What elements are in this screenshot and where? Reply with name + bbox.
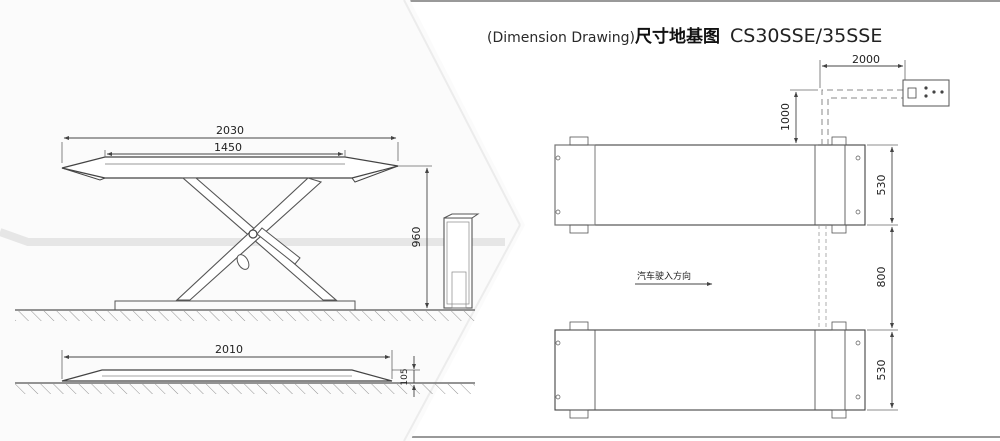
dim-label-platform-width-top: 530 <box>875 175 888 196</box>
dim-label-platform-length: 1450 <box>214 141 242 154</box>
dim-label-console-horizontal: 2000 <box>852 53 880 66</box>
dim-label-collapsed-height: 105 <box>400 368 410 385</box>
collapsed-platform <box>61 369 393 382</box>
background-band <box>0 228 505 246</box>
dim-label-collapsed-length: 2010 <box>215 343 243 356</box>
hydraulic-cylinder <box>256 227 301 265</box>
dim-label-overall-length: 2030 <box>216 124 244 137</box>
dim-label-height: 960 <box>410 227 423 248</box>
dim-label-console-vertical: 1000 <box>779 103 792 131</box>
scissor-arm-b <box>175 177 323 301</box>
base-plate <box>114 300 356 311</box>
scissor-arm-a <box>181 177 338 301</box>
title-model: CS30SSE/35SSE <box>730 25 883 47</box>
platform-top <box>554 144 866 226</box>
ground-hatch <box>15 311 475 321</box>
collapsed-ground-hatch <box>15 384 475 394</box>
hose-route <box>821 89 905 145</box>
pivot-pin <box>248 229 258 239</box>
drive-direction-label: 汽车驶入方向 <box>637 270 691 282</box>
title-chinese: 尺寸地基图 <box>635 27 721 47</box>
platform-bottom <box>554 329 866 411</box>
collapsed-view-lift: 2010 105 <box>15 343 475 397</box>
drawing-title: (Dimension Drawing)尺寸地基图 CS30SSE/35SSE <box>487 22 882 50</box>
plan-view-lift: 2000 1000 530 800 530 汽车驶入方向 <box>554 53 950 419</box>
control-console <box>443 213 480 309</box>
dim-label-gap: 800 <box>875 267 888 288</box>
platform <box>61 156 399 179</box>
title-english: (Dimension Drawing) <box>487 30 636 46</box>
dim-label-platform-width-bottom: 530 <box>875 360 888 381</box>
plan-control-box <box>902 79 950 107</box>
side-view-lift: 2030 1450 960 <box>15 124 480 321</box>
